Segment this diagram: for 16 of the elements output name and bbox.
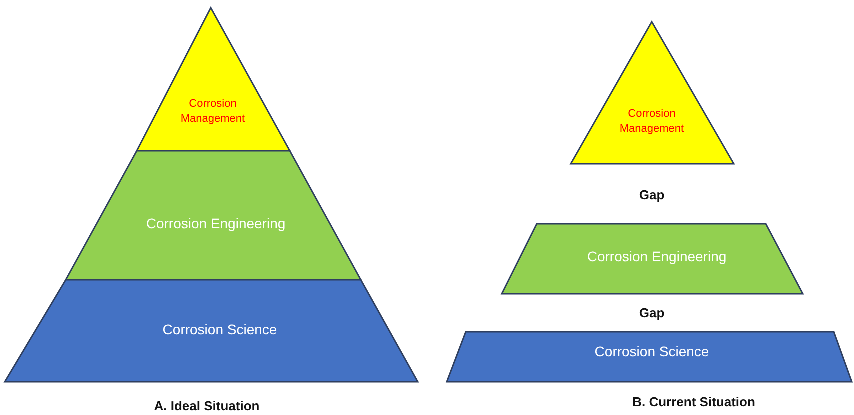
pyramid-tier <box>571 22 734 164</box>
pyramid-tier <box>137 8 290 151</box>
gap-label: Gap <box>639 306 665 320</box>
gap-label: Gap <box>639 188 665 202</box>
pyramid-tier <box>502 224 803 294</box>
pyramid-tier <box>66 151 361 280</box>
tier-label: Corrosion Science <box>162 320 278 340</box>
tier-label: Corrosion Engineering <box>145 214 287 234</box>
tier-label: Corrosion Management <box>618 107 686 137</box>
caption: B. Current Situation <box>632 394 756 410</box>
caption: A. Ideal Situation <box>154 398 260 414</box>
pyramid-tier <box>5 280 418 382</box>
pyramid-tier <box>447 332 852 382</box>
tier-label: Corrosion Management <box>180 97 246 127</box>
tier-label: Corrosion Engineering <box>586 248 728 266</box>
tier-label: Corrosion Science <box>594 342 710 362</box>
